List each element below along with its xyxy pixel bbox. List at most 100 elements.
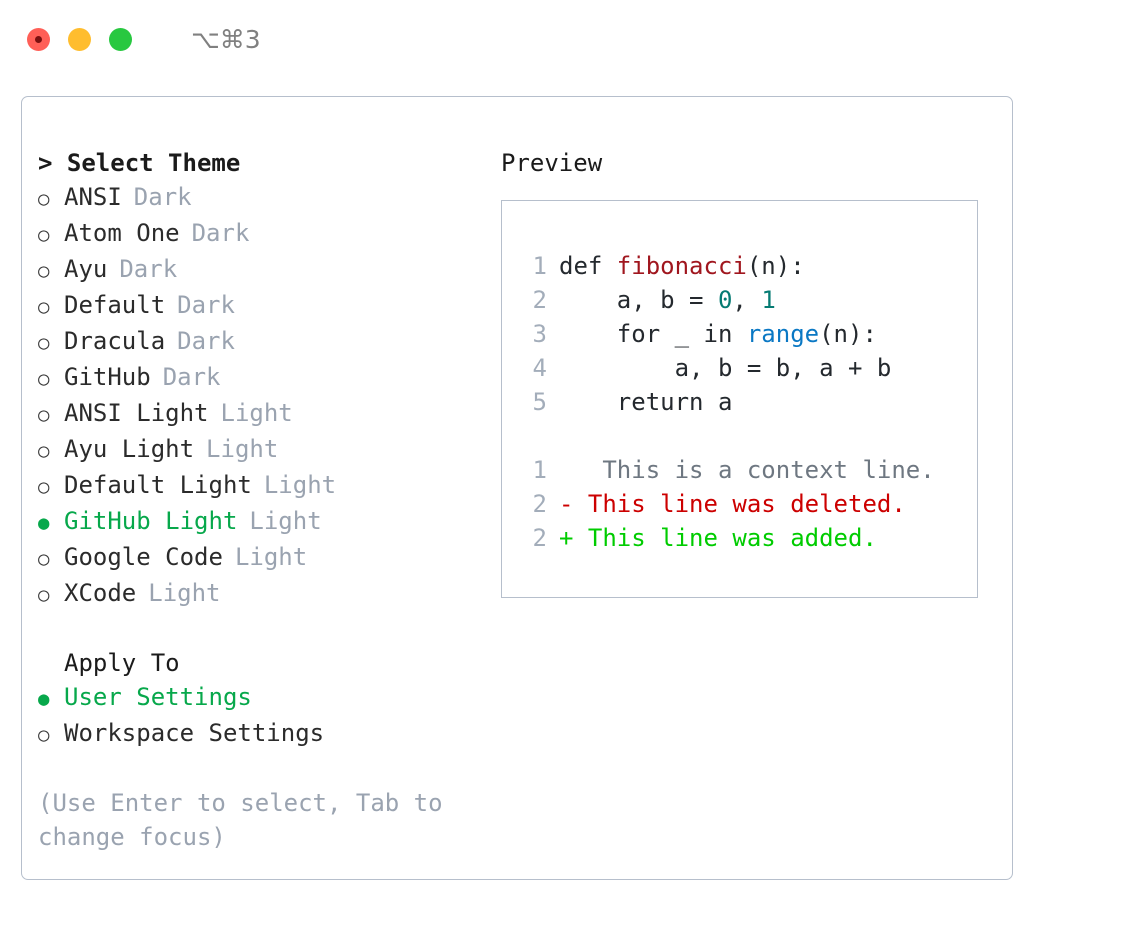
radio-unselected-icon: ○ — [38, 296, 50, 318]
title-bar: ⌥⌘3 — [0, 0, 1140, 78]
theme-variant-badge: Dark — [177, 291, 235, 319]
code-token-fn: fibonacci — [616, 252, 747, 280]
theme-variant-badge: Dark — [162, 363, 221, 391]
radio-selected-icon: ● — [38, 512, 50, 534]
theme-variant-badge: Dark — [177, 327, 235, 355]
theme-option-google-code[interactable]: ○ Google Code Light — [38, 540, 498, 576]
theme-variant-badge: Light — [263, 471, 337, 499]
apply-to-option-workspace-settings[interactable]: ○Workspace Settings — [38, 716, 498, 752]
theme-option-label: ANSI — [64, 183, 122, 211]
theme-option-label: Ayu — [64, 255, 108, 283]
diff-sign — [559, 453, 573, 487]
maximize-window-icon[interactable] — [109, 27, 132, 51]
code-token-plain: a, b = b, a + b — [559, 354, 892, 382]
theme-variant-badge: Light — [206, 435, 279, 463]
radio-unselected-icon: ○ — [38, 548, 50, 570]
code-line-content: a, b = b, a + b — [559, 351, 892, 385]
radio-selected-icon: ● — [38, 688, 50, 710]
apply-to-option-list: ●User Settings○Workspace Settings — [38, 680, 498, 752]
radio-unselected-icon: ○ — [38, 224, 50, 246]
radio-unselected-icon: ○ — [38, 368, 50, 390]
theme-option-label: Default Light — [64, 471, 252, 499]
code-line: 5 return a — [519, 385, 973, 419]
theme-option-label: GitHub Light — [64, 507, 238, 535]
theme-option-ayu[interactable]: ○ Ayu Dark — [38, 252, 498, 288]
radio-unselected-icon: ○ — [38, 260, 50, 282]
close-window-icon[interactable] — [27, 27, 50, 51]
keyboard-hint-text: (Use Enter to select, Tab to change focu… — [38, 789, 443, 851]
code-line: 2 a, b = 0, 1 — [519, 283, 973, 317]
code-spacer — [519, 419, 973, 453]
diff-sign: - — [559, 490, 574, 518]
code-line: 3 for _ in range(n): — [519, 317, 973, 351]
radio-unselected-icon: ○ — [38, 440, 50, 462]
radio-unselected-icon: ○ — [38, 724, 50, 746]
theme-option-label: XCode — [64, 579, 137, 607]
theme-variant-badge: Dark — [191, 219, 250, 247]
code-token-num: 1 — [761, 286, 776, 314]
code-token-plain: , — [732, 286, 762, 314]
diff-line-deleted: 2- This line was deleted. — [519, 487, 973, 521]
line-number: 2 — [532, 286, 547, 314]
code-line-content: for _ in range(n): — [559, 317, 877, 351]
code-line-content: def fibonacci(n): — [559, 249, 805, 283]
theme-variant-badge: Light — [148, 579, 221, 607]
code-line-content: return a — [559, 385, 733, 419]
line-number: 1 — [532, 456, 547, 484]
radio-unselected-icon: ○ — [38, 476, 50, 498]
diff-line-content: This line was added. — [573, 524, 877, 552]
theme-option-label: Google Code — [64, 543, 223, 571]
diff-sample-lines: 1 This is a context line.2- This line wa… — [519, 453, 973, 555]
keyboard-shortcut-label: ⌥⌘3 — [191, 24, 261, 54]
diff-line-content: This line was deleted. — [573, 490, 906, 518]
line-number: 4 — [532, 354, 547, 382]
code-line-content: a, b = 0, 1 — [559, 283, 776, 317]
code-token-plain: for _ in — [559, 320, 747, 348]
theme-variant-badge: Light — [234, 543, 308, 571]
theme-variant-badge: Light — [249, 507, 322, 535]
minimize-window-icon[interactable] — [68, 27, 91, 51]
theme-option-atom-one[interactable]: ○ Atom One Dark — [38, 216, 498, 252]
radio-unselected-icon: ○ — [38, 188, 50, 210]
theme-option-default-light[interactable]: ○ Default Light Light — [38, 468, 498, 504]
code-token-call: range — [746, 320, 820, 348]
code-token-plain: (n): — [819, 320, 877, 348]
line-number: 5 — [532, 388, 547, 416]
preview-header: Preview — [501, 149, 603, 177]
theme-option-github[interactable]: ○ GitHub Dark — [38, 360, 498, 396]
theme-option-default[interactable]: ○ Default Dark — [38, 288, 498, 324]
theme-option-label: Atom One — [64, 219, 180, 247]
radio-unselected-icon: ○ — [38, 584, 50, 606]
diff-line-content: This is a context line. — [573, 456, 935, 484]
diff-line-added: 2+ This line was added. — [519, 521, 973, 555]
diff-sign: + — [559, 524, 574, 552]
radio-unselected-icon: ○ — [38, 404, 50, 426]
diff-line-context: 1 This is a context line. — [519, 453, 973, 487]
apply-to-section: Apply To ●User Settings○Workspace Settin… — [38, 646, 498, 752]
code-token-plain: a, b = — [559, 286, 718, 314]
theme-option-xcode[interactable]: ○ XCode Light — [38, 576, 498, 612]
theme-option-label: GitHub — [64, 363, 151, 391]
select-theme-header: > Select Theme — [38, 149, 241, 177]
code-token-plain: (n): — [746, 252, 805, 280]
theme-option-label: Dracula — [64, 327, 166, 355]
code-token-plain: return a — [559, 388, 733, 416]
theme-option-github-light[interactable]: ● GitHub Light Light — [38, 504, 498, 540]
apply-to-option-user-settings[interactable]: ●User Settings — [38, 680, 498, 716]
theme-variant-badge: Dark — [119, 255, 178, 283]
theme-option-label: Default — [64, 291, 166, 319]
code-token-num: 0 — [717, 286, 733, 314]
